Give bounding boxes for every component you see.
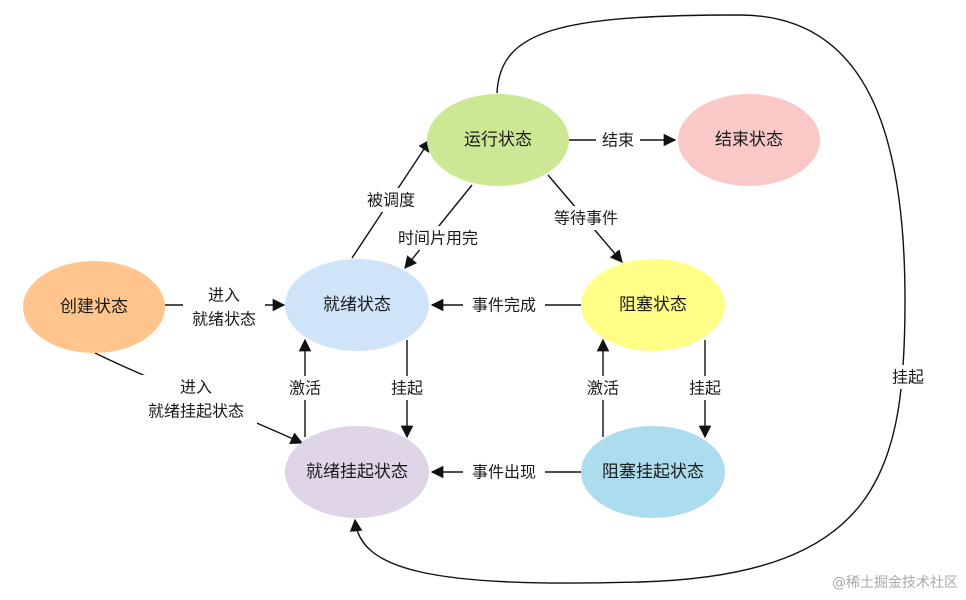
node-blocked-suspended-label: 阻塞挂起状态: [602, 462, 704, 482]
edge-label-create-to-ready-line1: 进入: [208, 286, 240, 305]
edge-label-ready-to-running: 被调度: [367, 191, 415, 210]
node-running-label: 运行状态: [464, 130, 532, 150]
node-blocked-suspended: [581, 426, 725, 518]
edge-label-bg: [386, 376, 430, 400]
edge-label-bg: [463, 460, 545, 484]
node-running: [427, 94, 569, 186]
edge-label-bg: [596, 128, 640, 152]
edge-label-ready-to-ready-suspended: 挂起: [391, 379, 423, 398]
edge-label-ready-suspended-to-ready: 激活: [289, 379, 321, 398]
node-ready-suspended-label: 就绪挂起状态: [306, 462, 408, 482]
edge-label-running-to-ready-suspended: 挂起: [892, 368, 924, 387]
edge-running-to-ready-suspended: [349, 14, 906, 584]
node-blocked: [581, 259, 725, 351]
node-end: [678, 94, 820, 186]
edge-label-blocked-suspended-to-ready-suspended: 事件出现: [472, 463, 536, 482]
edge-label-bg: [135, 375, 257, 425]
edge-label-bg: [284, 376, 328, 400]
edge-label-bg: [463, 293, 545, 317]
edge-label-blocked-to-ready: 事件完成: [472, 296, 536, 315]
edge-label-create-to-ready-line2: 就绪状态: [192, 310, 256, 329]
edge-label-bg: [582, 376, 626, 400]
node-create-label: 创建状态: [60, 297, 128, 317]
node-end-label: 结束状态: [715, 130, 783, 150]
node-ready-label: 就绪状态: [323, 295, 391, 315]
node-create: [23, 261, 165, 353]
edge-label-bg: [386, 226, 490, 250]
edge-label-bg: [360, 188, 422, 212]
watermark: @稀土掘金技术社区: [832, 575, 958, 591]
node-ready-suspended: [285, 426, 429, 518]
edge-label-create-to-ready-suspended-line1: 进入: [180, 378, 212, 397]
edge-label-running-to-ready: 时间片用完: [398, 229, 478, 248]
edge-label-running-to-blocked: 等待事件: [554, 209, 618, 228]
edge-label-bg: [545, 206, 627, 230]
edge-label-create-to-ready-suspended-line2: 就绪挂起状态: [148, 402, 244, 421]
edge-label-blocked-to-blocked-suspended: 挂起: [689, 379, 721, 398]
node-blocked-label: 阻塞状态: [619, 295, 687, 315]
node-ready: [285, 259, 429, 351]
edge-label-blocked-suspended-to-blocked: 激活: [587, 379, 619, 398]
edge-label-bg: [183, 283, 265, 333]
edge-label-bg: [684, 376, 728, 400]
edge-label-bg: [886, 365, 930, 389]
edge-label-running-to-end: 结束: [602, 131, 634, 150]
